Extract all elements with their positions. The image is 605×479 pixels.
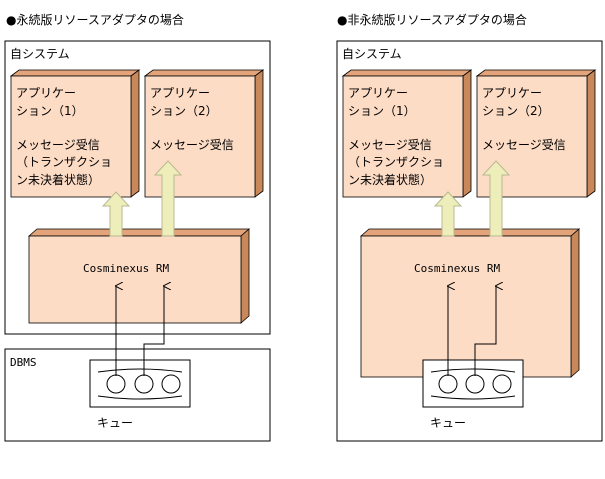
- left-app1-line: （トランザクショ: [16, 155, 112, 169]
- left-app2-line: ション（2）: [150, 104, 218, 118]
- left-app1-line: アプリケー: [16, 86, 76, 100]
- left-rm-box: Cosminexus RM: [27, 228, 251, 324]
- left-system-frame: [4, 40, 271, 335]
- right-app1-line: ン未決着状態）: [348, 172, 432, 187]
- right-arrow-up-2: [481, 160, 511, 237]
- right-queue-icon: [422, 359, 524, 408]
- left-rm-label: Cosminexus RM: [83, 262, 169, 275]
- right-system-frame: [336, 40, 603, 442]
- right-panel: ●非永続版リソースアダプタの場合 自システム アプリケー ション（1） メッセー…: [336, 12, 603, 442]
- right-app1-line: ション（1）: [348, 104, 416, 118]
- left-app1-line: ション（1）: [16, 104, 84, 118]
- left-app1-box: アプリケー ション（1） メッセージ受信 （トランザクショ ン未決着状態）: [9, 69, 141, 198]
- left-dbms-frame: [4, 348, 271, 442]
- right-app1-line: メッセージ受信: [348, 138, 432, 152]
- right-app2-line: メッセージ受信: [482, 138, 566, 152]
- left-app1-line: メッセージ受信: [16, 138, 100, 152]
- right-rm-label: Cosminexus RM: [414, 262, 500, 275]
- right-app2-line: アプリケー: [482, 86, 542, 100]
- left-arrow-up-2: [153, 160, 183, 237]
- right-app1-line: （トランザクショ: [348, 155, 444, 169]
- right-title: ●非永続版リソースアダプタの場合: [337, 12, 527, 27]
- left-app2-line: アプリケー: [150, 86, 210, 100]
- left-flow-line-2: [143, 286, 164, 376]
- left-queue-icon: [89, 359, 191, 408]
- left-title: ●永続版リソースアダプタの場合: [6, 12, 184, 27]
- right-queue-label: キュー: [430, 416, 466, 430]
- right-app1-box: アプリケー ション（1） メッセージ受信 （トランザクショ ン未決着状態）: [341, 69, 473, 198]
- right-app1-text: アプリケー ション（1） メッセージ受信 （トランザクショ ン未決着状態）: [348, 86, 448, 187]
- left-app2-text: アプリケー ション（2） メッセージ受信: [150, 86, 234, 152]
- right-app2-text: アプリケー ション（2） メッセージ受信: [482, 86, 566, 152]
- left-app2-line: メッセージ受信: [150, 138, 234, 152]
- left-arrow-up-1: [101, 191, 131, 237]
- right-rm-box: Cosminexus RM: [359, 228, 581, 378]
- right-arrow-up-1: [433, 191, 463, 237]
- right-app2-line: ション（2）: [482, 104, 550, 118]
- left-dbms-label: DBMS: [10, 356, 37, 369]
- right-app1-line: アプリケー: [348, 86, 408, 100]
- left-system-label: 自システム: [10, 47, 70, 61]
- left-panel: ●永続版リソースアダプタの場合 自システム アプリケー ション（1） メッセージ…: [4, 12, 271, 442]
- left-queue-label: キュー: [97, 416, 133, 430]
- right-system-label: 自システム: [342, 47, 402, 61]
- left-app1-text: アプリケー ション（1） メッセージ受信 （トランザクショ ン未決着状態）: [16, 86, 116, 187]
- right-flow-line-2: [474, 286, 496, 376]
- left-app1-line: ン未決着状態）: [16, 172, 100, 187]
